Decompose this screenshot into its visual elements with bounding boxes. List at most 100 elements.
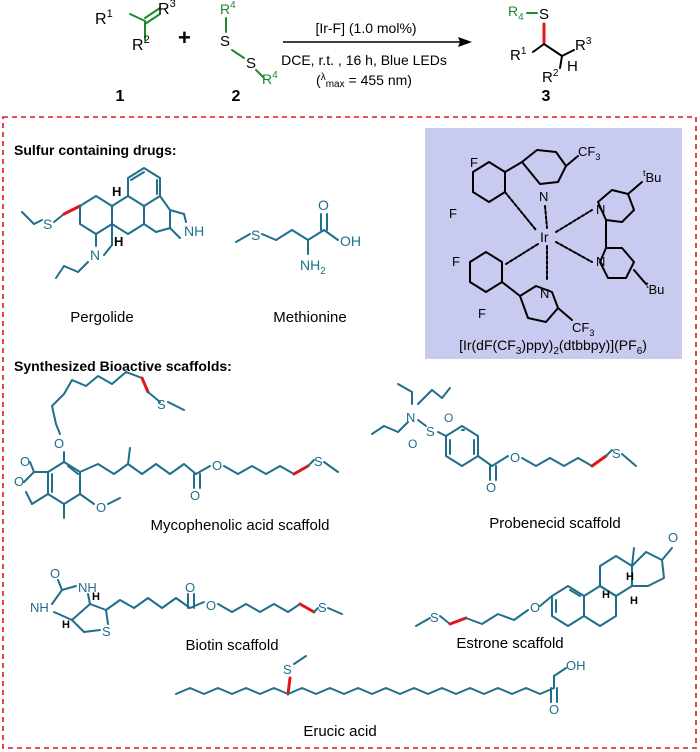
alkene-r1: R (95, 11, 107, 28)
alkene-r2-sup: 2 (144, 34, 150, 46)
estrone-atom-s: S (430, 610, 439, 625)
reaction-arrow-head (458, 37, 472, 47)
svg-text:NH2: NH2 (300, 257, 326, 277)
scaffold-name-biotin: Biotin scaffold (185, 637, 278, 654)
svg-text:R4: R4 (508, 3, 524, 23)
methionine-atom-oh: OH (340, 233, 361, 249)
disulfide-structure: R4 S S R4 (220, 0, 278, 87)
examples-frame (2, 116, 697, 749)
catalyst-panel: F F N CF3 Ir N tBu N tBu F F N CF3 (425, 128, 682, 359)
erucic-atom-oh: OH (566, 658, 586, 673)
svg-text:CF3: CF3 (572, 320, 594, 338)
product-r4: R (508, 3, 518, 19)
catalyst-atom-cf-top-sub: 3 (595, 152, 600, 162)
disulfide-r4-top-sup: 4 (230, 0, 236, 11)
svg-text:CF3: CF3 (578, 144, 600, 162)
catalyst-formula-part-3: )ppy) (521, 337, 553, 353)
product-r2-sup: 2 (553, 68, 559, 79)
biotin-scaffold-structure: O NH NH S H H O O S (30, 566, 343, 639)
scaffold-name-erucic: Erucic acid (303, 723, 376, 740)
compound-number-1: 1 (116, 88, 125, 105)
product-r2: R (542, 69, 553, 86)
biotin-atom-nh1: NH (78, 580, 97, 595)
probenecid-atom-o2: O (444, 411, 453, 425)
alkene-r3: R (158, 1, 170, 18)
catalyst-atom-f1: F (470, 155, 478, 170)
biotin-atom-s2: S (318, 600, 327, 615)
catalyst-atom-t-bottom: t (646, 280, 649, 290)
pergolide-atom-h1: H (112, 184, 121, 199)
drug-name-pergolide: Pergolide (70, 309, 133, 326)
methionine-atom-o: O (318, 197, 329, 213)
pergolide-atom-nh: NH (184, 223, 204, 239)
erucic-atom-s: S (283, 662, 292, 677)
myco-atom-o5: O (190, 488, 200, 503)
svg-text:R3: R3 (158, 0, 176, 18)
myco-atom-s2: S (314, 454, 323, 469)
alkene-r2: R (132, 37, 144, 54)
catalyst-atom-f4: F (478, 306, 486, 321)
svg-text:tBu: tBu (643, 168, 661, 185)
biotin-atom-o: O (50, 566, 60, 581)
estrone-atom-o: O (530, 600, 540, 615)
probenecid-atom-n: N (406, 410, 415, 425)
probenecid-atom-s2: S (612, 446, 621, 461)
alkene-r3-sup: 3 (170, 0, 176, 10)
svg-text:tBu: tBu (646, 280, 664, 297)
myco-atom-o1: O (54, 436, 64, 451)
reaction-scheme: R1 R3 R2 1 + R4 S S R4 2 [Ir-F] (1.0 mol… (95, 0, 592, 105)
catalyst-atom-n1: N (539, 189, 548, 204)
svg-text:R4: R4 (220, 0, 236, 17)
estrone-atom-h2: H (626, 571, 634, 583)
biotin-atom-nh2: NH (30, 600, 49, 615)
product-structure: R4 S R1 R3 H R2 (508, 3, 592, 86)
catalyst-atom-cf-top: CF (578, 144, 595, 159)
pergolide-atom-h2: H (114, 234, 123, 249)
erucic-atom-o: O (549, 702, 559, 717)
catalyst-formula: [Ir(dF(CF3)ppy)2(dtbbpy)](PF6) (459, 337, 647, 357)
catalyst-atom-ir: Ir (540, 229, 549, 245)
probenecid-atom-o4: O (510, 450, 520, 465)
methionine-atom-s: S (251, 227, 260, 243)
plus-sign: + (178, 25, 191, 50)
disulfide-r4-bottom-sup: 4 (272, 70, 278, 81)
catalyst-panel-background (425, 128, 682, 359)
scaffolds-heading: Synthesized Bioactive scaffolds: (14, 358, 232, 374)
biotin-atom-o3: O (206, 598, 216, 613)
product-r1-sup: 1 (521, 46, 527, 57)
pergolide-atom-n: N (90, 247, 100, 263)
condition-catalyst: [Ir-F] (1.0 mol%) (315, 20, 416, 36)
catalyst-formula-part-2: 3 (516, 346, 522, 357)
myco-atom-o6: O (212, 458, 222, 473)
catalyst-atom-n2: N (596, 202, 605, 217)
svg-text:(λmax = 455 nm): (λmax = 455 nm) (316, 72, 412, 90)
mycophenolic-scaffold-structure: S O O O O O O S (14, 371, 339, 519)
product-r3: R (575, 37, 586, 54)
probenecid-atom-o3: O (486, 480, 496, 495)
probenecid-scaffold-structure: N S O O O O S (371, 383, 637, 495)
erucic-acid-structure: S OH O (175, 655, 586, 717)
svg-text:R4: R4 (262, 70, 278, 87)
biotin-atom-h2: H (62, 619, 70, 631)
estrone-scaffold-structure: S O O H H H (415, 530, 678, 627)
estrone-atom-h1: H (602, 589, 610, 601)
catalyst-atom-bu-bottom: Bu (649, 282, 665, 297)
condition-lambda-value: = 455 nm) (345, 72, 412, 88)
myco-atom-o3: O (20, 454, 30, 469)
myco-atom-o4: O (96, 500, 106, 515)
product-r4-sub: 4 (518, 12, 524, 23)
catalyst-formula-part-5: (dtbbpy)](PF (559, 337, 637, 353)
catalyst-formula-part-4: 2 (553, 346, 559, 357)
probenecid-atom-s: S (426, 424, 435, 439)
svg-text:R2: R2 (542, 68, 559, 86)
disulfide-r4-top: R (220, 1, 230, 17)
biotin-atom-s: S (102, 624, 111, 639)
methionine-atom-nh-sub: 2 (320, 266, 326, 277)
disulfide-r4-bottom: R (262, 71, 272, 87)
catalyst-atom-t-top: t (643, 168, 646, 178)
catalyst-formula-part-1: [Ir(dF(CF (459, 337, 516, 353)
condition-lambda-symbol: λ (321, 72, 326, 83)
catalyst-atom-f2: F (449, 206, 457, 221)
biotin-atom-o2: O (185, 580, 195, 595)
